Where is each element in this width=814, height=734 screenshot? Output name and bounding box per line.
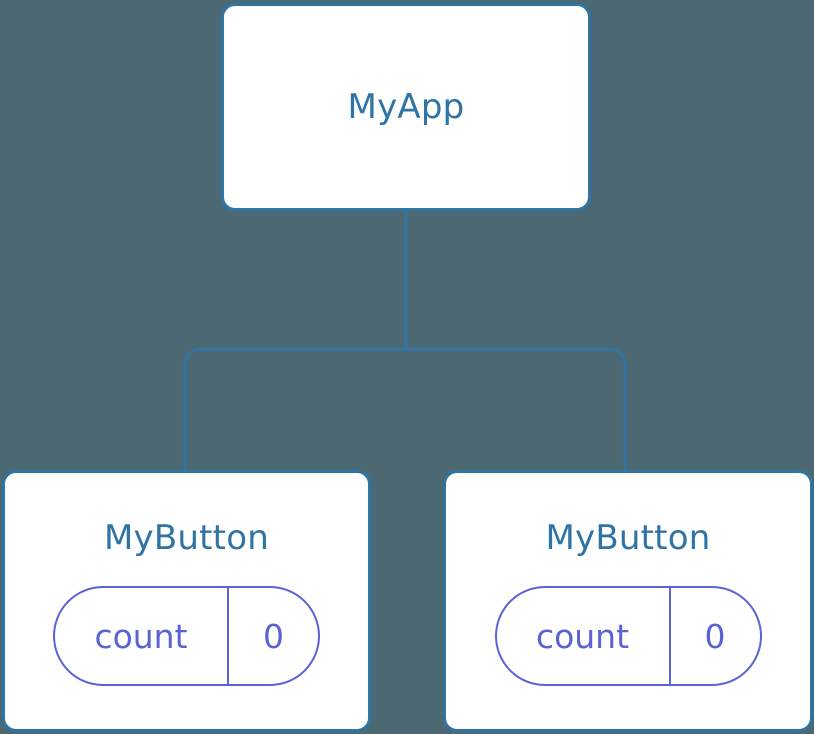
state-key-cell: count xyxy=(55,588,229,684)
state-value-label: 0 xyxy=(704,616,726,656)
state-value-label: 0 xyxy=(263,616,284,656)
tree-node-mybutton-1[interactable]: MyButton count 0 xyxy=(2,470,371,732)
state-key-cell: count xyxy=(497,588,671,684)
tree-node-myapp[interactable]: MyApp xyxy=(221,3,591,211)
edge-to-child-left xyxy=(183,347,406,472)
state-badge[interactable]: count 0 xyxy=(494,586,762,686)
state-badge[interactable]: count 0 xyxy=(53,586,320,686)
edge-to-child-right xyxy=(406,347,627,472)
state-key-label: count xyxy=(535,616,630,656)
node-title: MyButton xyxy=(545,518,711,558)
state-key-label: count xyxy=(94,616,188,656)
node-title: MyButton xyxy=(104,518,269,558)
node-title: MyApp xyxy=(347,87,465,127)
state-value-cell: 0 xyxy=(671,588,760,684)
tree-node-mybutton-2[interactable]: MyButton count 0 xyxy=(443,470,813,732)
state-value-cell: 0 xyxy=(229,588,318,684)
